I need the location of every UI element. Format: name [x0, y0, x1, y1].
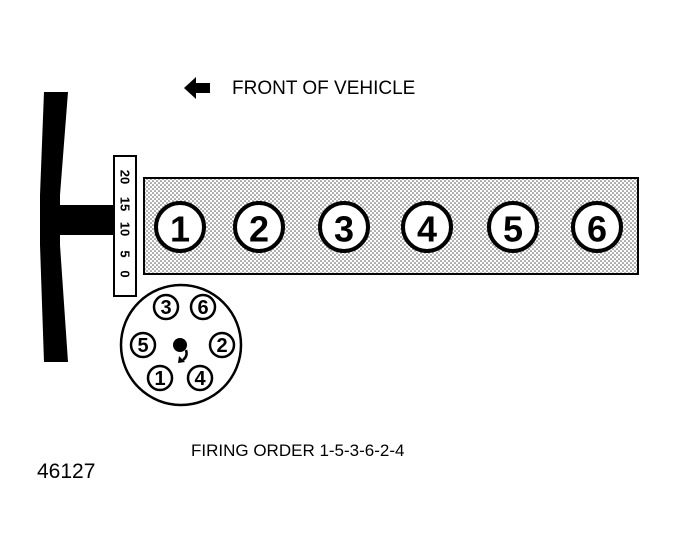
- cylinder-2: 2: [233, 201, 285, 253]
- cylinder-number: 1: [170, 209, 190, 250]
- terminal-number: 3: [160, 297, 171, 319]
- cylinder-number: 2: [249, 209, 269, 250]
- terminal-number: 5: [137, 335, 148, 357]
- timing-scale: 20 15 10 5 0: [113, 155, 137, 297]
- timing-mark-0: 0: [118, 270, 133, 277]
- distributor-terminal-1: 1: [146, 364, 174, 392]
- cylinder-number: 3: [334, 209, 354, 250]
- crankshaft-pulley: [40, 92, 117, 362]
- timing-scale-plate: [113, 155, 137, 297]
- distributor-cap: 3 6 5 2 1 4: [119, 283, 243, 407]
- cylinder-number: 5: [503, 209, 523, 250]
- cylinder-4: 4: [401, 201, 453, 253]
- distributor-terminal-5: 5: [129, 331, 157, 359]
- firing-order-label: FIRING ORDER 1-5-3-6-2-4: [191, 441, 404, 460]
- distributor-terminal-6: 6: [189, 293, 217, 321]
- front-arrow-icon: [184, 77, 210, 99]
- timing-mark-15: 15: [118, 197, 133, 211]
- terminal-number: 4: [194, 368, 206, 390]
- rotor-icon: [173, 338, 188, 363]
- crankshaft-hub: [40, 205, 117, 235]
- timing-mark-5: 5: [118, 250, 133, 257]
- cylinder-1: 1: [154, 201, 206, 253]
- front-of-vehicle-label: FRONT OF VEHICLE: [232, 78, 415, 99]
- distributor-terminal-4: 4: [186, 364, 214, 392]
- cylinder-number: 6: [587, 209, 607, 250]
- figure-id: 46127: [37, 460, 95, 483]
- terminal-number: 1: [154, 368, 165, 390]
- front-direction-indicator: FRONT OF VEHICLE: [184, 77, 415, 99]
- cylinder-bank: [143, 177, 639, 275]
- distributor-terminal-2: 2: [208, 331, 236, 359]
- timing-mark-20: 20: [118, 170, 133, 184]
- cylinder-number: 4: [417, 209, 437, 250]
- cylinder-5: 5: [487, 201, 539, 253]
- cylinder-6: 6: [571, 201, 623, 253]
- terminal-number: 2: [216, 335, 227, 357]
- engine-block: 1 2 3 4 5 6: [143, 177, 639, 275]
- distributor-terminal-3: 3: [152, 293, 180, 321]
- timing-mark-10: 10: [118, 222, 133, 236]
- terminal-number: 6: [197, 297, 208, 319]
- cylinder-3: 3: [318, 201, 370, 253]
